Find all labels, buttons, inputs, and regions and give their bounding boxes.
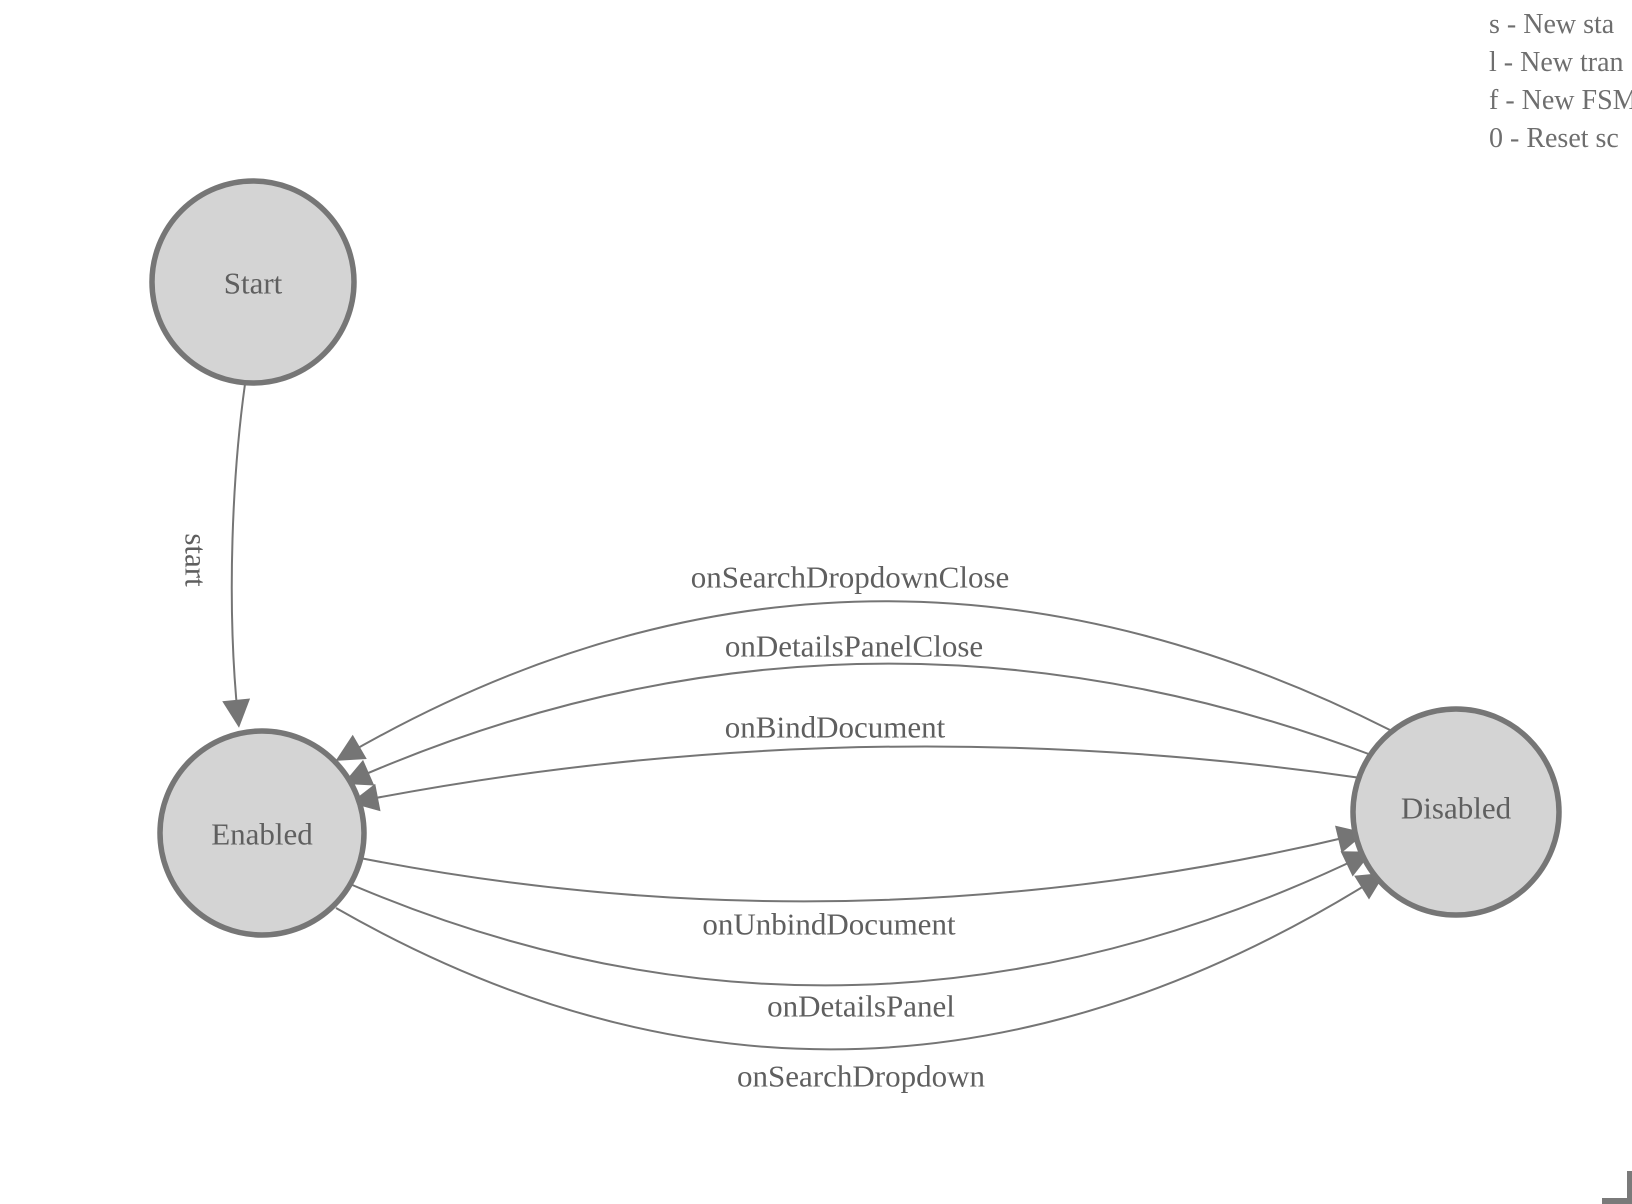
edge-on-details-panel[interactable] [349, 851, 1372, 987]
state-label-enabled: Enabled [211, 817, 313, 852]
edge-label-on-bind-document: onBindDocument [725, 710, 946, 745]
legend-line-reset-scale: 0 - Reset sc [1489, 123, 1619, 154]
legend-line-new-state: s - New sta [1489, 9, 1615, 40]
state-label-disabled: Disabled [1401, 791, 1512, 826]
edge-on-details-panel-close[interactable] [343, 662, 1375, 786]
shortcuts-legend: s - New sta l - New tran f - New FSM 0 -… [1489, 6, 1632, 158]
state-node-enabled[interactable] [157, 728, 367, 938]
edge-label-on-unbind-document: onUnbindDocument [702, 907, 956, 942]
edge-on-bind-document[interactable] [350, 745, 1362, 812]
edge-start[interactable] [222, 383, 251, 728]
edge-on-search-dropdown-close[interactable] [335, 600, 1391, 761]
viewport-corner-bracket-vertical [1627, 1171, 1632, 1204]
edge-on-search-dropdown[interactable] [335, 872, 1386, 1051]
edge-label-on-search-dropdown-close: onSearchDropdownClose [691, 560, 1010, 595]
state-label-start: Start [224, 266, 283, 301]
edge-label-on-details-panel-close: onDetailsPanelClose [725, 629, 983, 664]
edge-on-unbind-document[interactable] [359, 825, 1366, 903]
edge-label-on-details-panel: onDetailsPanel [767, 989, 955, 1024]
legend-line-new-transition: l - New tran [1489, 47, 1624, 78]
state-node-start[interactable] [149, 178, 357, 386]
state-node-disabled[interactable] [1350, 706, 1562, 918]
viewport-corner-bracket-horizontal [1602, 1198, 1632, 1204]
edge-label-start: start [179, 533, 214, 587]
edge-label-on-search-dropdown: onSearchDropdown [737, 1059, 985, 1094]
legend-line-new-fsm: f - New FSM [1489, 85, 1632, 116]
